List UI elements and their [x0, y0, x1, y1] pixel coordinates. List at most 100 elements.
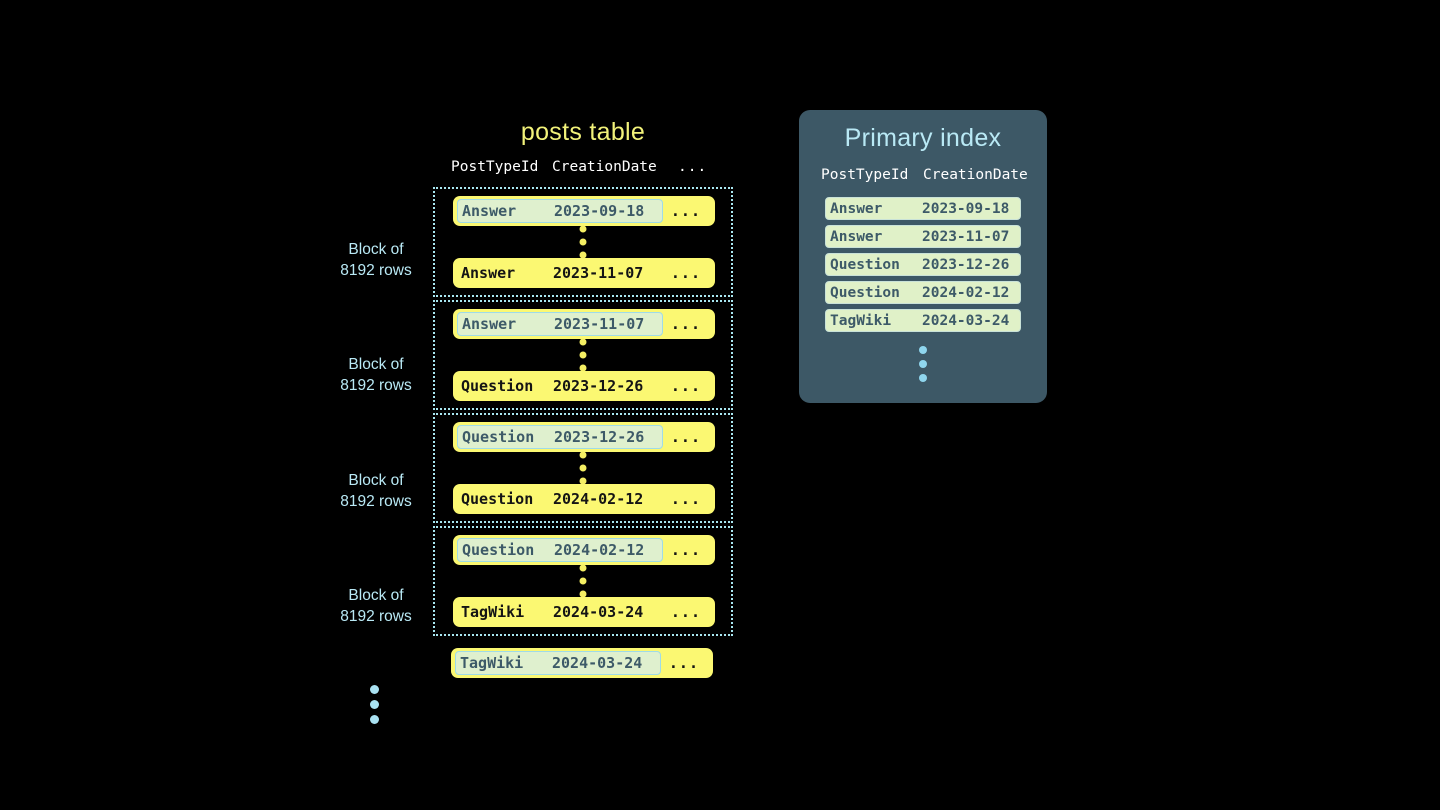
- cell-creationdate: 2023-09-18: [554, 202, 645, 220]
- cell-ellipsis: ...: [670, 603, 701, 621]
- row-key-cells-highlighted: Question 2023-12-26: [457, 425, 663, 449]
- index-entry: Question 2023-12-26: [825, 253, 1021, 276]
- block-2: Answer 2023-11-07 ... Question 2023-12-2…: [433, 300, 733, 410]
- dot: [919, 346, 927, 354]
- table-row: Question 2023-12-26 ...: [453, 371, 715, 401]
- column-header-creationdate: CreationDate: [552, 159, 657, 175]
- dot: [579, 338, 587, 346]
- cell-creationdate: 2024-02-12: [554, 541, 645, 559]
- index-cell-creationdate: 2023-09-18: [922, 200, 1010, 217]
- table-row: Answer 2023-11-07 ...: [453, 309, 715, 339]
- row-key-cells-highlighted: Question 2024-02-12: [457, 538, 663, 562]
- primary-index-title: Primary index: [844, 124, 1002, 152]
- index-cell-creationdate: 2023-11-07: [922, 228, 1010, 245]
- cell-posttypeid: Answer: [462, 202, 517, 220]
- index-cell-posttypeid: Answer: [830, 228, 883, 245]
- row-key-cells: TagWiki 2024-03-24: [457, 600, 661, 624]
- cell-creationdate: 2023-12-26: [553, 377, 644, 395]
- cell-ellipsis: ...: [670, 541, 701, 559]
- index-cell-posttypeid: Question: [830, 284, 900, 301]
- primary-index-column-headers: PostTypeId CreationDate: [799, 167, 1047, 189]
- cell-ellipsis: ...: [670, 490, 701, 508]
- table-row: Question 2024-02-12 ...: [453, 535, 715, 565]
- block-4: Question 2024-02-12 ... TagWiki 2024-03-…: [433, 526, 733, 636]
- cell-posttypeid: Answer: [461, 264, 516, 282]
- column-header-posttypeid: PostTypeId: [451, 159, 539, 175]
- cell-creationdate: 2024-03-24: [553, 603, 644, 621]
- dot: [579, 564, 587, 572]
- index-column-header-creationdate: CreationDate: [923, 167, 1028, 183]
- table-row: Question 2024-02-12 ...: [453, 484, 715, 514]
- dot: [579, 590, 587, 598]
- index-cell-creationdate: 2024-03-24: [922, 312, 1010, 329]
- primary-index-continuation-dots: [919, 346, 927, 382]
- block-label-3-line1: Block of: [348, 472, 404, 489]
- dot: [579, 477, 587, 485]
- block-3: Question 2023-12-26 ... Question 2024-02…: [433, 413, 733, 523]
- index-entry: TagWiki 2024-03-24: [825, 309, 1021, 332]
- index-cell-posttypeid: Question: [830, 256, 900, 273]
- primary-index-panel: Primary index PostTypeId CreationDate An…: [799, 110, 1047, 403]
- index-cell-posttypeid: Answer: [830, 200, 883, 217]
- cell-posttypeid: Question: [462, 541, 535, 559]
- cell-ellipsis: ...: [668, 654, 699, 672]
- index-cell-creationdate: 2023-12-26: [922, 256, 1010, 273]
- dot: [370, 685, 379, 694]
- block-1: Answer 2023-09-18 ... Answer 2023-11-07 …: [433, 187, 733, 297]
- cell-creationdate: 2023-11-07: [554, 315, 645, 333]
- dot: [579, 225, 587, 233]
- dot: [579, 364, 587, 372]
- row-key-cells: Question 2024-02-12: [457, 487, 661, 511]
- block-label-3: Block of 8192 rows: [301, 470, 451, 512]
- cell-creationdate: 2024-03-24: [552, 654, 643, 672]
- dot: [919, 360, 927, 368]
- dot: [579, 251, 587, 259]
- block-label-2: Block of 8192 rows: [301, 354, 451, 396]
- block-label-4-line1: Block of: [348, 587, 404, 604]
- block-label-3-line2: 8192 rows: [340, 493, 412, 510]
- index-cell-posttypeid: TagWiki: [830, 312, 892, 329]
- dot: [579, 464, 587, 472]
- cell-creationdate: 2023-11-07: [553, 264, 644, 282]
- cell-posttypeid: Question: [462, 428, 535, 446]
- block-label-4: Block of 8192 rows: [301, 585, 451, 627]
- dot: [579, 238, 587, 246]
- index-entry: Answer 2023-09-18: [825, 197, 1021, 220]
- cell-posttypeid: Question: [461, 377, 534, 395]
- dot: [579, 451, 587, 459]
- posts-table-title: posts table: [520, 118, 646, 146]
- cell-ellipsis: ...: [670, 202, 701, 220]
- table-row-trailing: TagWiki 2024-03-24 ...: [451, 648, 713, 678]
- table-row: Answer 2023-11-07 ...: [453, 258, 715, 288]
- blocks-continuation-dots: [370, 685, 379, 724]
- row-key-cells: Question 2023-12-26: [457, 374, 661, 398]
- index-entry: Question 2024-02-12: [825, 281, 1021, 304]
- index-cell-creationdate: 2024-02-12: [922, 284, 1010, 301]
- table-row: Question 2023-12-26 ...: [453, 422, 715, 452]
- primary-index-entries: Answer 2023-09-18 Answer 2023-11-07 Ques…: [799, 197, 1047, 382]
- cell-ellipsis: ...: [670, 264, 701, 282]
- block-4-row-continuation-dots: [579, 564, 587, 598]
- block-2-row-continuation-dots: [579, 338, 587, 372]
- column-header-ellipsis: ...: [678, 159, 708, 175]
- row-key-cells-highlighted: Answer 2023-11-07: [457, 312, 663, 336]
- cell-posttypeid: Answer: [462, 315, 517, 333]
- dot: [579, 577, 587, 585]
- cell-ellipsis: ...: [670, 315, 701, 333]
- dot: [579, 351, 587, 359]
- block-3-row-continuation-dots: [579, 451, 587, 485]
- block-label-1-line2: 8192 rows: [340, 262, 412, 279]
- table-row: TagWiki 2024-03-24 ...: [453, 597, 715, 627]
- block-label-2-line1: Block of: [348, 356, 404, 373]
- row-key-cells-highlighted: TagWiki 2024-03-24: [455, 651, 661, 675]
- dot: [919, 374, 927, 382]
- dot: [370, 700, 379, 709]
- block-label-1-line1: Block of: [348, 241, 404, 258]
- dot: [370, 715, 379, 724]
- cell-posttypeid: TagWiki: [461, 603, 525, 621]
- block-label-1: Block of 8192 rows: [301, 239, 451, 281]
- cell-posttypeid: TagWiki: [460, 654, 524, 672]
- table-row: Answer 2023-09-18 ...: [453, 196, 715, 226]
- cell-creationdate: 2023-12-26: [554, 428, 645, 446]
